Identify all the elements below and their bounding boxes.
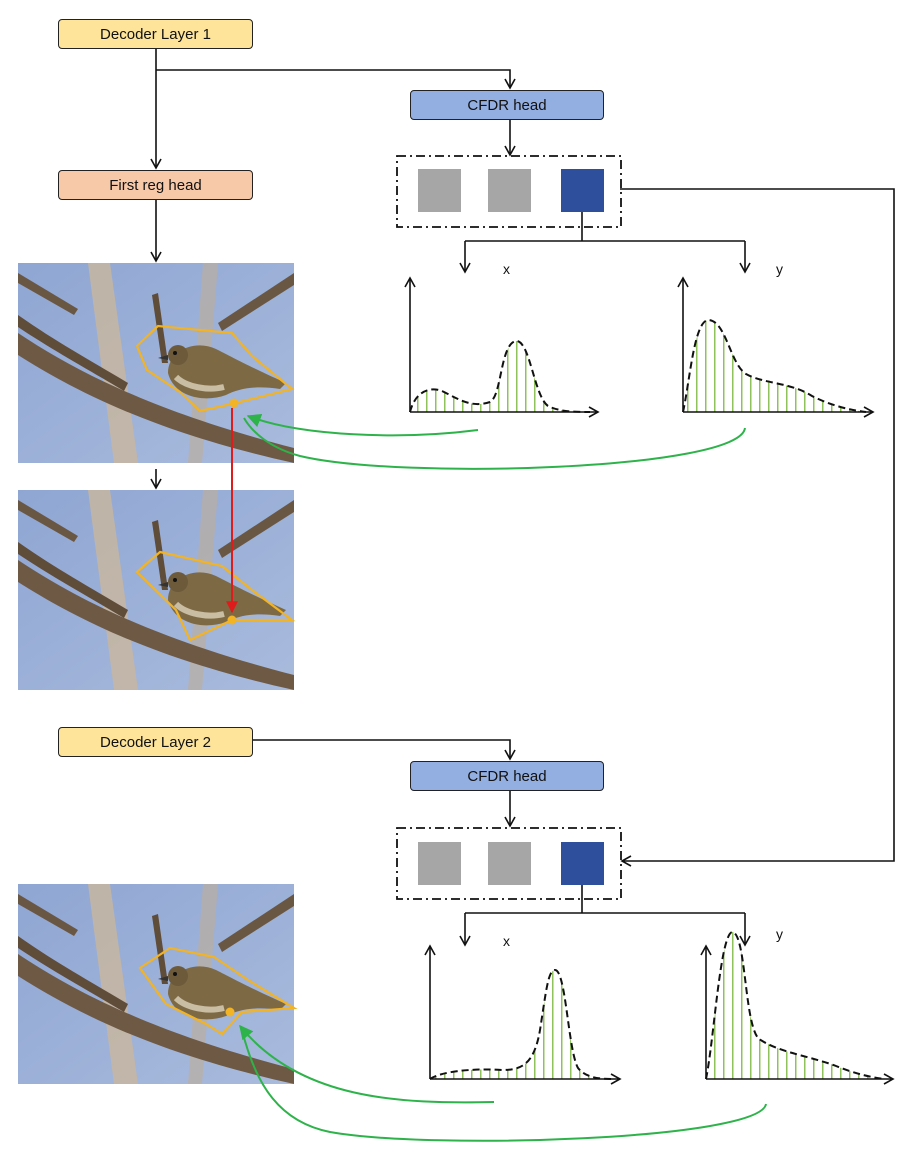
split-arrows-1 (465, 212, 745, 242)
sample-arrow-x-1 (246, 413, 479, 437)
bird-image-1 (18, 263, 294, 463)
axis-x-label-1: x (503, 261, 510, 277)
token-gray-2b (488, 842, 531, 885)
sample-arrow-y-2 (241, 1029, 767, 1142)
axis-y-label-1: y (776, 261, 783, 277)
sample-arrow-y-1 (243, 417, 746, 470)
prediction-outline-3 (138, 946, 298, 1036)
distribution-y-2 (700, 931, 895, 1085)
cfdr-head-2-box: CFDR head (410, 761, 604, 791)
prediction-outline-1 (135, 324, 295, 413)
sample-arrow-x-2 (239, 1024, 495, 1104)
keypoint-3 (225, 1007, 235, 1017)
token-gray-2a (418, 842, 461, 885)
token-gray-1b (488, 169, 531, 212)
axis-x-label-2: x (503, 933, 510, 949)
decoder-layer-2-box: Decoder Layer 2 (58, 727, 253, 757)
arrow-decoder1-to-cfdr (156, 69, 516, 90)
decoder-layer-1-box: Decoder Layer 1 (58, 19, 253, 49)
axis-y-label-2: y (776, 926, 783, 942)
token-selected-1 (561, 169, 604, 212)
first-reg-head-label: First reg head (109, 176, 202, 194)
cfdr-head-1-box: CFDR head (410, 90, 604, 120)
distribution-y-1 (677, 276, 875, 418)
token-group-2 (396, 827, 622, 900)
first-reg-head-box: First reg head (58, 170, 253, 200)
distribution-x-2 (424, 944, 622, 1085)
arrow-token-propagation (620, 188, 895, 867)
token-selected-2 (561, 842, 604, 885)
keypoint-2 (227, 615, 237, 625)
token-group-1 (396, 155, 622, 228)
keypoint-1 (229, 398, 239, 408)
token-gray-1a (418, 169, 461, 212)
arrow-decoder2-to-cfdr (253, 739, 516, 761)
prediction-outline-2 (135, 550, 296, 642)
decoder-layer-1-label: Decoder Layer 1 (100, 25, 211, 43)
split-arrows-2 (465, 885, 745, 914)
distribution-x-1 (404, 276, 600, 418)
cfdr-head-2-label: CFDR head (467, 767, 547, 785)
cfdr-head-1-label: CFDR head (467, 96, 547, 114)
decoder-layer-2-label: Decoder Layer 2 (100, 733, 211, 751)
